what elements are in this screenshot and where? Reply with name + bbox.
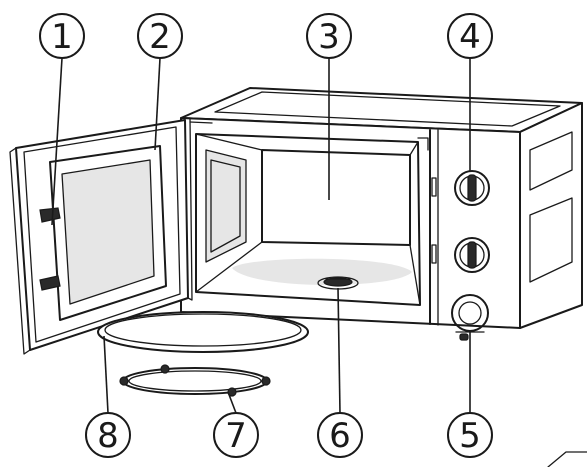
- oven-cavity: [195, 133, 421, 306]
- callout-5: 5: [447, 412, 493, 458]
- door: [9, 117, 193, 355]
- callout-7: 7: [213, 412, 259, 458]
- callout-6: 6: [317, 412, 363, 458]
- callout-2-label: 2: [149, 17, 171, 57]
- leader-lines: [51, 57, 471, 414]
- callout-1: 1: [39, 13, 85, 59]
- callout-3: 3: [306, 13, 352, 59]
- callout-3-label: 3: [318, 17, 340, 57]
- power-knob-lower: [454, 237, 490, 273]
- roller-ring: [119, 364, 271, 397]
- timer-knob-upper: [454, 170, 490, 206]
- callout-7-label: 7: [225, 416, 247, 456]
- callout-8-label: 8: [97, 416, 119, 456]
- callout-5-label: 5: [459, 416, 481, 456]
- callout-4: 4: [447, 13, 493, 59]
- callout-4-label: 4: [459, 17, 481, 57]
- corner-mark: [547, 451, 587, 467]
- glass-tray: [97, 311, 309, 353]
- door-release-button: [451, 294, 489, 341]
- callout-2: 2: [137, 13, 183, 59]
- callout-8: 8: [85, 412, 131, 458]
- callout-6-label: 6: [329, 416, 351, 456]
- control-panel-marks: [431, 177, 437, 264]
- callout-1-label: 1: [51, 17, 73, 57]
- door-latches: [39, 207, 61, 291]
